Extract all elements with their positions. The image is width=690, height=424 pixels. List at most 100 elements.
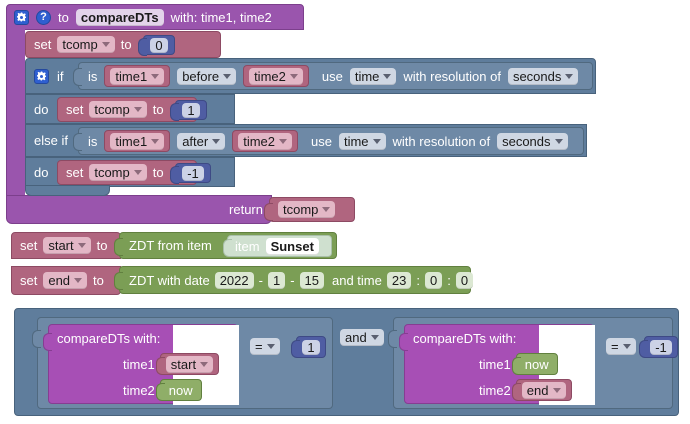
- set-tcomp-init-block[interactable]: set tcomp to: [25, 31, 221, 58]
- condition2-left-variable[interactable]: time1: [104, 130, 171, 152]
- zdt-with-date-block[interactable]: ZDT with date 2022 - 1 - 15 and time 23 …: [114, 266, 474, 294]
- comparator-dropdown-right[interactable]: =: [606, 338, 636, 355]
- month-field[interactable]: 1: [267, 271, 286, 289]
- variable-field-time1[interactable]: time1: [110, 132, 165, 150]
- return-variable-block[interactable]: tcomp: [264, 197, 355, 222]
- set-label: set: [66, 165, 84, 180]
- call-label-right: compareDTs with:: [413, 331, 517, 346]
- now-label: now: [168, 382, 193, 398]
- variable-field-start[interactable]: start: [43, 237, 91, 254]
- now-label: now: [524, 356, 549, 372]
- variable-field-end[interactable]: end: [521, 381, 566, 399]
- and-operator-dropdown[interactable]: and: [340, 329, 384, 346]
- set-label: set: [66, 102, 84, 117]
- equality-block-left[interactable]: compareDTs with: time1 start time2: [32, 317, 333, 409]
- question-icon[interactable]: ?: [36, 9, 51, 25]
- use-label: use: [321, 68, 343, 84]
- if-block-footer: [25, 185, 110, 196]
- procedure-name-field[interactable]: compareDTs: [75, 8, 164, 26]
- to-label: to: [152, 165, 164, 180]
- is-label: is: [88, 68, 98, 84]
- set-end-block[interactable]: set end to: [11, 266, 121, 295]
- and-expression-block[interactable]: compareDTs with: time1 start time2: [14, 308, 679, 416]
- gear-icon[interactable]: [14, 9, 29, 25]
- number-block-compare-left[interactable]: 1: [291, 336, 326, 358]
- arg1-label-right: time1: [479, 356, 511, 372]
- condition-block-1[interactable]: is time1 before time2 use time with reso…: [73, 62, 593, 90]
- call-label-left: compareDTs with:: [57, 331, 161, 346]
- variable-field-time1[interactable]: time1: [110, 67, 165, 85]
- item-name-field[interactable]: Sunset: [265, 237, 319, 255]
- arg1-value-left[interactable]: start: [155, 353, 220, 375]
- arg2-label-right: time2: [479, 382, 511, 398]
- condition1-right-variable[interactable]: time2: [243, 65, 309, 87]
- year-field[interactable]: 2022: [214, 271, 254, 289]
- procedure-return-row[interactable]: return: [6, 195, 272, 224]
- zdt-with-date-label: ZDT with date: [129, 272, 210, 288]
- day-field[interactable]: 15: [299, 271, 324, 289]
- variable-field-tcomp[interactable]: tcomp: [89, 101, 147, 118]
- variable-field-time2[interactable]: time2: [249, 67, 303, 85]
- number-field-minus1[interactable]: -1: [182, 165, 204, 181]
- number-block-compare-right[interactable]: -1: [639, 336, 678, 358]
- number-block-0[interactable]: 0: [138, 35, 175, 56]
- comparison-operator-dropdown-2[interactable]: after: [177, 132, 226, 150]
- is-label: is: [88, 133, 98, 149]
- comparator-dropdown-left[interactable]: =: [250, 338, 280, 355]
- comparison-operator-dropdown-1[interactable]: before: [177, 67, 237, 85]
- arg2-value-left[interactable]: now: [155, 379, 202, 401]
- variable-field-tcomp[interactable]: tcomp: [57, 36, 115, 53]
- do-label-2: do: [34, 164, 49, 180]
- condition-block-2[interactable]: is time1 after time2 use time with resol…: [73, 127, 584, 155]
- use-label: use: [311, 133, 332, 149]
- number-field-0[interactable]: 0: [150, 37, 168, 53]
- time-colon-1: :: [416, 272, 420, 288]
- and-time-label: and time: [332, 272, 382, 288]
- to-label: to: [152, 102, 164, 117]
- to-label: to: [96, 238, 108, 253]
- procedure-body-spine: [6, 28, 25, 196]
- variable-field-tcomp[interactable]: tcomp: [89, 164, 147, 181]
- to-label: to: [58, 9, 69, 25]
- minute-field[interactable]: 0: [424, 271, 443, 289]
- variable-field-time2[interactable]: time2: [238, 132, 292, 150]
- number-field-minus1[interactable]: -1: [650, 339, 672, 355]
- return-variable-field[interactable]: tcomp: [278, 201, 336, 218]
- use-dropdown-2[interactable]: time: [338, 132, 386, 150]
- use-dropdown-1[interactable]: time: [349, 67, 397, 85]
- date-dash-2: -: [290, 272, 295, 288]
- variable-field-start[interactable]: start: [165, 355, 214, 373]
- condition1-left-variable[interactable]: time1: [104, 65, 171, 87]
- resolution-dropdown-1[interactable]: seconds: [507, 67, 579, 85]
- condition2-right-variable[interactable]: time2: [232, 130, 298, 152]
- resolution-dropdown-2[interactable]: seconds: [497, 132, 568, 150]
- do-label-1: do: [34, 101, 49, 117]
- arg2-label-left: time2: [123, 382, 155, 398]
- call-compareDTs-left[interactable]: compareDTs with: time1 start time2: [43, 324, 239, 405]
- hour-field[interactable]: 23: [386, 271, 412, 289]
- number-field-1[interactable]: 1: [302, 339, 320, 355]
- number-block-minus1[interactable]: -1: [170, 163, 211, 184]
- resolution-label: with resolution of: [392, 133, 491, 149]
- procedure-definition-header[interactable]: ? to compareDTs with: time1, time2: [6, 4, 304, 30]
- number-block-1[interactable]: 1: [170, 100, 207, 121]
- item-block[interactable]: item Sunset: [223, 235, 332, 257]
- to-label: to: [120, 37, 132, 52]
- set-label: set: [20, 238, 38, 253]
- call-compareDTs-right[interactable]: compareDTs with: time1 now time2 end: [399, 324, 595, 405]
- arg1-value-right[interactable]: now: [511, 353, 558, 375]
- to-label: to: [93, 273, 104, 288]
- date-dash-1: -: [258, 272, 263, 288]
- equality-block-right[interactable]: compareDTs with: time1 now time2 end: [388, 317, 678, 409]
- set-start-block[interactable]: set start to: [11, 232, 121, 259]
- variable-field-end[interactable]: end: [43, 272, 88, 289]
- second-field[interactable]: 0: [455, 271, 474, 289]
- number-field-1[interactable]: 1: [182, 102, 200, 118]
- arg1-label-left: time1: [123, 356, 155, 372]
- gear-icon[interactable]: [34, 68, 49, 84]
- return-label: return: [229, 202, 263, 217]
- set-label: set: [34, 37, 52, 52]
- arg2-value-right[interactable]: end: [511, 379, 572, 401]
- item-label: item: [235, 238, 260, 254]
